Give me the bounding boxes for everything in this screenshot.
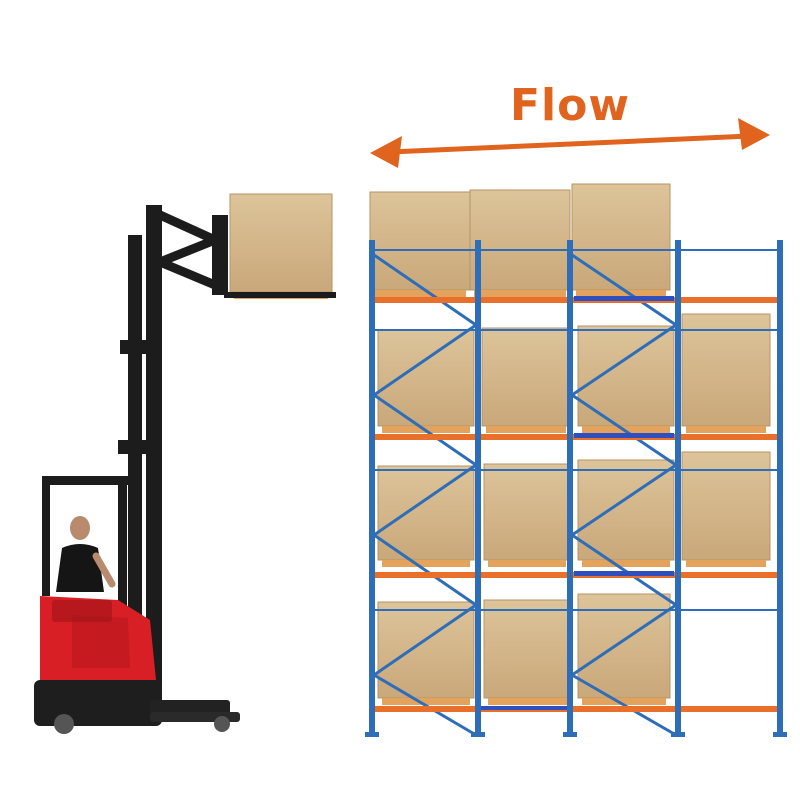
rack-brace — [373, 393, 477, 467]
rack-foot — [773, 732, 787, 737]
wooden-pallet — [576, 290, 666, 297]
cardboard-box — [229, 193, 333, 293]
cardboard-box — [369, 191, 471, 291]
rack-upright — [675, 240, 681, 736]
rack-brace — [571, 393, 677, 467]
rack-upright — [777, 240, 783, 736]
cardboard-box — [483, 463, 571, 561]
wooden-pallet — [474, 290, 566, 297]
rack-brace — [571, 533, 677, 607]
rack-foot — [563, 732, 577, 737]
flow-label: Flow — [509, 80, 630, 131]
pallet-loads — [229, 183, 771, 705]
rack-upright — [567, 240, 573, 736]
wooden-pallet — [382, 698, 470, 705]
rack-brace — [373, 533, 477, 607]
wooden-pallet — [486, 426, 566, 433]
rack-beam-accent — [574, 296, 674, 301]
rack-foot — [365, 732, 379, 737]
cardboard-box — [481, 327, 571, 427]
cardboard-box — [469, 189, 571, 291]
rack-upright — [475, 240, 481, 736]
rack-upright — [369, 240, 375, 736]
cardboard-box — [681, 313, 771, 427]
cardboard-box — [483, 599, 573, 699]
rack-brace — [571, 253, 677, 327]
wooden-pallet — [382, 560, 470, 567]
rack-foot — [471, 732, 485, 737]
rack-beam-accent — [478, 706, 568, 710]
rack-beam-accent — [574, 433, 674, 438]
wooden-pallet — [582, 698, 666, 705]
rack-brace — [571, 463, 677, 537]
cardboard-box — [377, 329, 475, 427]
rack-brace — [571, 603, 677, 677]
wooden-pallet — [582, 560, 670, 567]
rack-beam — [372, 706, 780, 712]
rack-brace — [373, 673, 477, 737]
cardboard-box — [571, 183, 671, 291]
rack-brace — [571, 673, 677, 737]
wooden-pallet — [686, 560, 766, 567]
rack-brace — [373, 253, 477, 327]
rack-foot — [671, 732, 685, 737]
wooden-pallet — [374, 290, 466, 297]
cardboard-box — [577, 325, 675, 427]
wooden-pallet — [488, 560, 566, 567]
wooden-pallet — [488, 698, 568, 705]
wooden-pallet — [686, 426, 766, 433]
rack-brace — [373, 603, 477, 677]
cardboard-box — [681, 451, 771, 561]
rack-brace — [571, 323, 677, 397]
rack-brace — [373, 323, 477, 397]
rack-beam-accent — [574, 571, 674, 576]
rack-brace — [373, 463, 477, 537]
pallet-rack — [365, 240, 787, 737]
operator-figure — [56, 516, 116, 592]
wooden-pallet — [582, 426, 670, 433]
cardboard-box — [577, 593, 671, 699]
flow-double-arrow-icon — [370, 118, 770, 168]
reach-truck-forklift — [34, 205, 336, 734]
